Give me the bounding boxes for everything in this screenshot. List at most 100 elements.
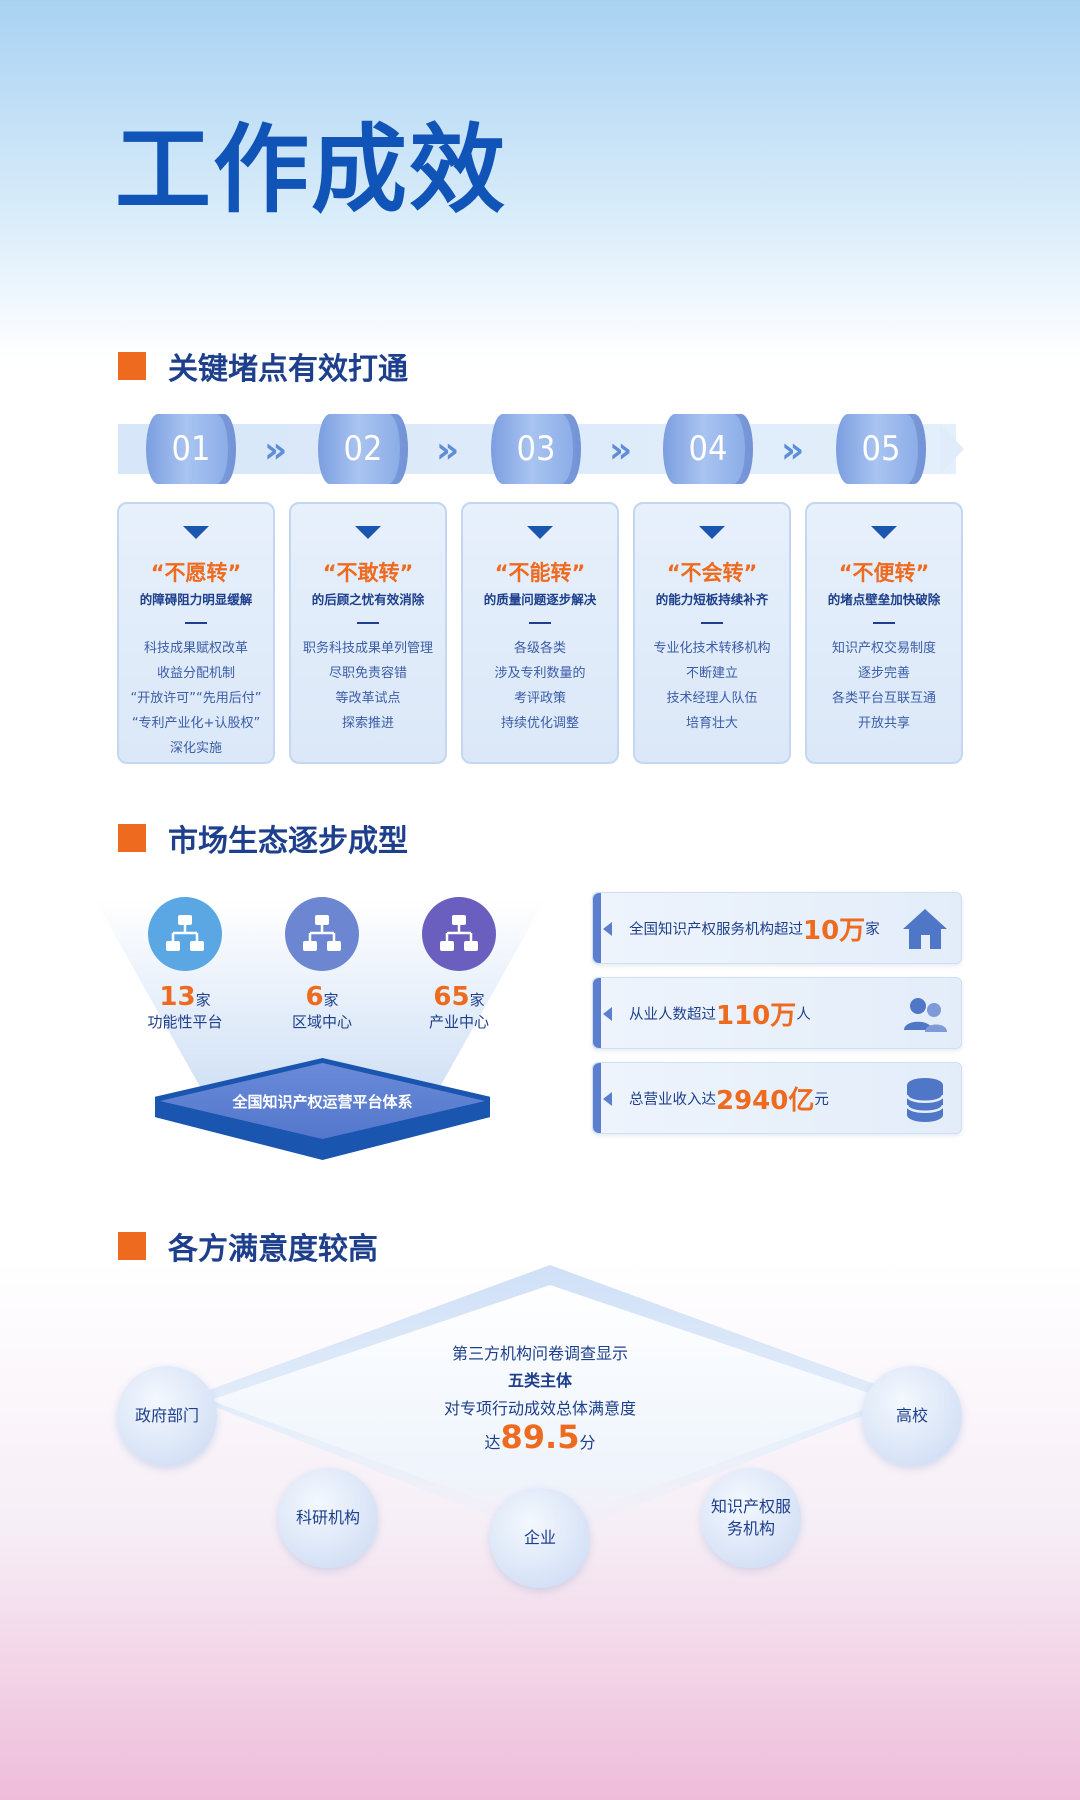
card-line: 各类平台互联互通: [831, 691, 936, 706]
card-line: 专业化技术转移机构: [653, 641, 771, 656]
card-line: 尽职免责容错: [328, 666, 407, 681]
section-marker: [118, 352, 146, 380]
triangle-left-icon: [603, 922, 612, 936]
page-title: 工作成效: [115, 114, 507, 226]
card-title: “不便转”: [838, 561, 930, 585]
divider: [185, 622, 207, 624]
hierarchy-icon: [148, 897, 222, 971]
steps-arrowhead: [940, 424, 964, 474]
triangle-down-icon: [355, 526, 381, 539]
card-4: “不会转” 的能力短板持续补齐 专业化技术转移机构 不断建立 技术经理人队伍 培…: [633, 502, 791, 764]
platform-label-3: 产业中心: [428, 1013, 489, 1031]
survey-text: 第三方机构问卷调查显示: [451, 1344, 628, 1363]
platform-icon-3: [422, 897, 496, 971]
card-line: 各级各类: [513, 641, 566, 656]
card-line: 涉及专利数量的: [494, 666, 586, 681]
card-subtitle: 的后顾之忧有效消除: [311, 592, 425, 607]
triangle-down-icon: [871, 526, 897, 539]
card-title: “不能转”: [494, 561, 586, 585]
platform-icon-1: [148, 897, 222, 971]
card-title: “不敢转”: [322, 561, 414, 585]
card-line: 持续优化调整: [500, 716, 579, 731]
card-line: 培育壮大: [685, 716, 738, 731]
subject-bubble-government: 政府部门: [117, 1366, 217, 1466]
hierarchy-icon: [422, 897, 496, 971]
card-line: 等改革试点: [335, 691, 401, 706]
card-line: 知识产权交易制度: [831, 641, 936, 656]
chevron-right-icon: »: [781, 430, 804, 471]
card-subtitle: 的障碍阻力明显缓解: [139, 592, 253, 607]
card-line: “开放许可”“先用后付”: [130, 691, 262, 706]
section-heading-1: 关键堵点有效打通: [118, 346, 408, 387]
card-subtitle: 的堵点壁垒加快破除: [827, 592, 941, 607]
triangle-left-icon: [603, 1092, 612, 1106]
card-subtitle: 的能力短板持续补齐: [655, 592, 769, 607]
card-1: “不愿转” 的障碍阻力明显缓解 科技成果赋权改革 收益分配机制 “开放许可”“先…: [117, 502, 275, 764]
card-line: 开放共享: [857, 716, 910, 731]
stat-accent-bar: [593, 1063, 601, 1133]
card-line: 考评政策: [513, 691, 566, 706]
chevron-right-icon: »: [264, 430, 287, 471]
stat-accent-bar: [593, 978, 601, 1048]
card-line: 职务科技成果单列管理: [302, 641, 433, 656]
subject-bubble-ip-service: 知识产权服务机构: [701, 1468, 801, 1568]
survey-subject: 五类主体: [507, 1371, 572, 1390]
subject-bubble-university: 高校: [862, 1366, 962, 1466]
platform-label-2: 区域中心: [291, 1013, 352, 1031]
triangle-down-icon: [699, 526, 725, 539]
card-line: 探索推进: [341, 716, 394, 731]
section-title: 各方满意度较高: [168, 1232, 378, 1267]
step-05: 05: [836, 414, 926, 484]
step-04: 04: [663, 414, 753, 484]
triangle-down-icon: [527, 526, 553, 539]
platform-count-2: 6家: [305, 982, 339, 1012]
card-subtitle: 的质量问题逐步解决: [483, 592, 597, 607]
chevron-right-icon: »: [436, 430, 459, 471]
card-line: 不断建立: [685, 666, 738, 681]
step-01: 01: [146, 414, 236, 484]
card-line: 技术经理人队伍: [666, 691, 758, 706]
section-title: 关键堵点有效打通: [168, 352, 408, 387]
step-02: 02: [318, 414, 408, 484]
triangle-left-icon: [603, 1007, 612, 1021]
card-line: “专利产业化+认股权”: [131, 716, 261, 731]
platform-label-1: 功能性平台: [147, 1013, 223, 1031]
step-03: 03: [491, 414, 581, 484]
people-icon: [904, 998, 947, 1032]
chevron-right-icon: »: [609, 430, 632, 471]
satisfaction-score: 达89.5分: [484, 1418, 596, 1456]
triangle-down-icon: [183, 526, 209, 539]
card-line: 逐步完善: [857, 666, 910, 681]
divider: [873, 622, 895, 624]
survey-text: 对专项行动成效总体满意度: [443, 1399, 636, 1418]
card-line: 深化实施: [169, 741, 222, 756]
card-line: 收益分配机制: [156, 666, 235, 681]
section-heading-2: 市场生态逐步成型: [118, 818, 408, 859]
card-3: “不能转” 的质量问题逐步解决 各级各类 涉及专利数量的 考评政策 持续优化调整: [461, 502, 619, 764]
coins-icon: [905, 1078, 945, 1122]
card-title: “不会转”: [666, 561, 758, 585]
section-title: 市场生态逐步成型: [168, 824, 408, 859]
subject-bubble-enterprise: 企业: [490, 1488, 590, 1588]
platform-icon-2: [285, 897, 359, 971]
hierarchy-icon: [285, 897, 359, 971]
section-marker: [118, 1232, 146, 1260]
platform-count-3: 65家: [433, 982, 485, 1012]
platform-count-1: 13家: [159, 982, 211, 1012]
card-title: “不愿转”: [150, 561, 242, 585]
section-marker: [118, 824, 146, 852]
subject-bubble-research: 科研机构: [278, 1468, 378, 1568]
divider: [357, 622, 379, 624]
card-line: 科技成果赋权改革: [143, 641, 248, 656]
stat-accent-bar: [593, 893, 601, 963]
divider: [701, 622, 723, 624]
divider: [529, 622, 551, 624]
card-5: “不便转” 的堵点壁垒加快破除 知识产权交易制度 逐步完善 各类平台互联互通 开…: [805, 502, 963, 764]
card-2: “不敢转” 的后顾之忧有效消除 职务科技成果单列管理 尽职免责容错 等改革试点 …: [289, 502, 447, 764]
